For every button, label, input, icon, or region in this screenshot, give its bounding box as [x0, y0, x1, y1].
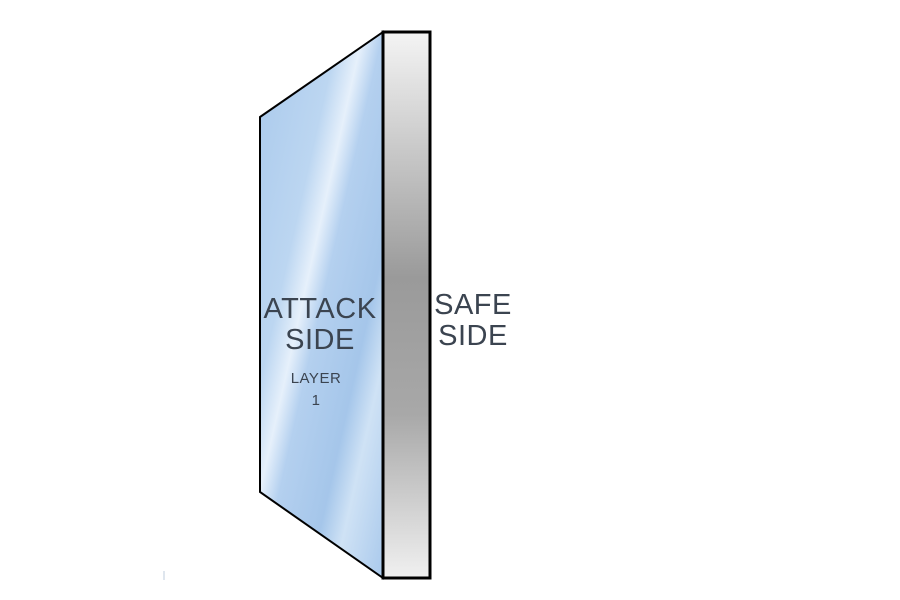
attack-label-line2: SIDE	[285, 324, 355, 356]
panel-frame-edge	[381, 30, 432, 580]
safe-label-line1: SAFE	[434, 289, 512, 321]
layer-label: LAYER 1	[278, 368, 354, 412]
safe-label-line2: SIDE	[438, 320, 508, 352]
attack-side-label: ATTACK SIDE	[258, 294, 382, 356]
attack-label-line1: ATTACK	[263, 293, 377, 325]
layer-label-line1: LAYER	[290, 370, 342, 387]
layer-label-line2: 1	[311, 392, 321, 409]
stray-mark	[163, 571, 165, 580]
safe-side-label: SAFE SIDE	[428, 290, 518, 352]
